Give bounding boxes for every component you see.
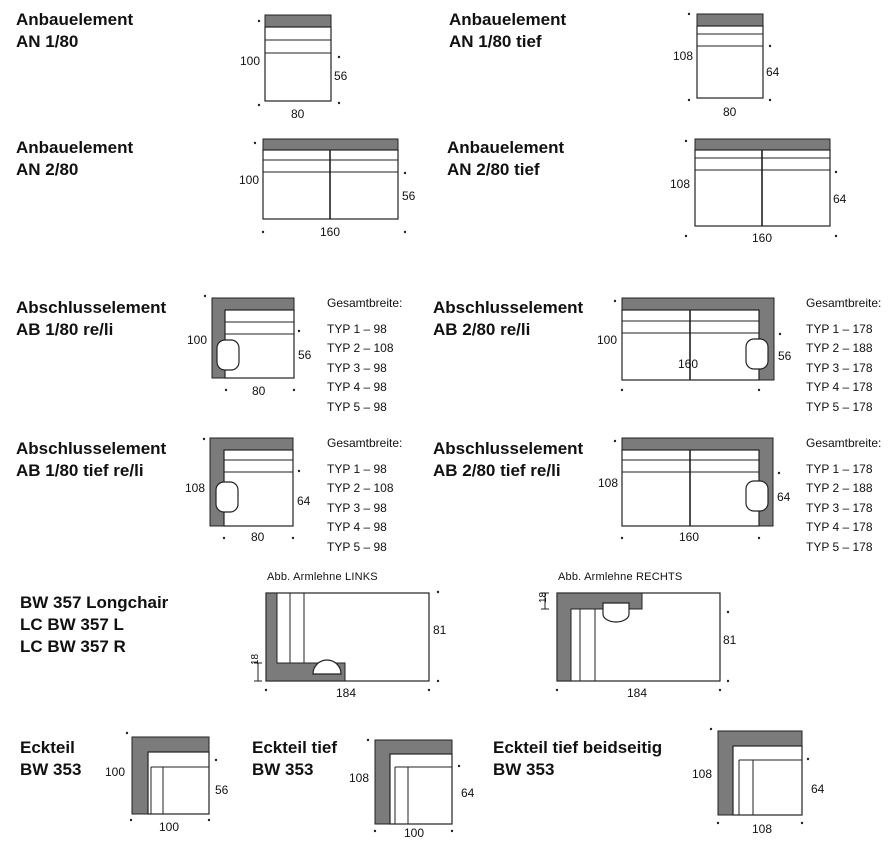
ab-1-80-width: 80	[252, 384, 266, 398]
list-item: TYP 3 – 178	[806, 360, 873, 375]
an-2-80-title: Anbauelement AN 2/80	[16, 138, 134, 179]
ab-1-80-gesamtbreite-list: Gesamtbreite: TYP 1 – 98 TYP 2 – 108 TYP…	[327, 294, 402, 417]
ab-1-80-tief-title: Abschlusselement AB 1/80 tief re/li	[16, 439, 167, 480]
eckteil-tief-beidseitig-depth: 108	[692, 767, 713, 781]
an-2-80-drawing	[262, 138, 399, 220]
an-1-80-width: 80	[291, 107, 305, 121]
list-item: TYP 3 – 98	[327, 500, 387, 515]
longchair-links-caption: Abb. Armlehne LINKS	[267, 571, 378, 583]
an-1-80-tief-seat: 64	[766, 65, 780, 79]
an-2-80-width: 160	[320, 225, 341, 239]
list-item: TYP 5 – 178	[806, 539, 873, 554]
ab-1-80-tief-gesamtbreite-list: Gesamtbreite: TYP 1 – 98 TYP 2 – 108 TYP…	[327, 434, 402, 557]
gesamtbreite-label: Gesamtbreite:	[806, 296, 882, 310]
list-item: TYP 4 – 178	[806, 520, 873, 534]
ab-2-80-tief-title: Abschlusselement AB 2/80 tief re/li	[433, 439, 584, 480]
gesamtbreite-label: Gesamtbreite:	[327, 296, 403, 310]
ab-1-80-tief-width: 80	[251, 530, 265, 544]
eckteil-tief-beidseitig-width: 108	[752, 822, 773, 836]
eckteil-tief-beidseitig-seat: 64	[811, 782, 825, 796]
ab-1-80-tief-depth: 108	[185, 481, 206, 495]
an-1-80-drawing	[264, 14, 332, 102]
longchair-rechts-drawing	[541, 592, 721, 682]
longchair-rechts-caption: Abb. Armlehne RECHTS	[558, 571, 683, 583]
list-item: TYP 2 – 188	[806, 481, 873, 495]
eckteil-title: Eckteil BW 353	[20, 738, 82, 779]
list-item: TYP 1 – 98	[327, 461, 387, 476]
an-2-80-tief-depth: 108	[670, 177, 691, 191]
eckteil-tief-title: Eckteil tief BW 353	[252, 738, 338, 779]
gesamtbreite-label: Gesamtbreite:	[327, 436, 403, 450]
ab-1-80-tief-seat: 64	[297, 494, 311, 508]
eckteil-tief-beidseitig-title: Eckteil tief beidseitig BW 353	[493, 738, 663, 779]
ab-2-80-gesamtbreite-list: Gesamtbreite: TYP 1 – 178 TYP 2 – 188 TY…	[806, 294, 881, 417]
list-item: TYP 4 – 98	[327, 520, 387, 534]
ab-1-80-seat: 56	[298, 348, 312, 362]
ab-1-80-title: Abschlusselement AB 1/80 re/li	[16, 298, 167, 339]
longchair-links-width: 184	[336, 686, 357, 700]
eckteil-width: 100	[159, 820, 180, 834]
an-1-80-seat: 56	[334, 69, 348, 83]
list-item: TYP 1 – 178	[806, 461, 873, 476]
list-item: TYP 3 – 178	[806, 500, 873, 515]
list-item: TYP 4 – 98	[327, 380, 387, 394]
longchair-rechts-depth: 81	[723, 633, 737, 647]
eckteil-tief-seat: 64	[461, 786, 475, 800]
list-item: TYP 2 – 108	[327, 341, 394, 355]
ab-2-80-tief-depth: 108	[598, 476, 619, 490]
longchair-rechts-width: 184	[627, 686, 648, 700]
eckteil-tief-depth: 108	[349, 771, 370, 785]
ab-2-80-tief-width: 160	[679, 530, 700, 544]
ab-2-80-tief-seat: 64	[777, 490, 791, 504]
list-item: TYP 1 – 178	[806, 321, 873, 336]
ab-2-80-tief-drawing	[621, 437, 774, 527]
list-item: TYP 5 – 178	[806, 399, 873, 414]
ab-2-80-depth: 100	[597, 333, 618, 347]
list-item: TYP 2 – 188	[806, 341, 873, 355]
longchair-rechts-arm: 18	[538, 591, 549, 603]
eckteil-depth: 100	[105, 765, 126, 779]
eckteil-tief-drawing	[374, 739, 453, 825]
an-2-80-depth: 100	[239, 173, 260, 187]
list-item: TYP 5 – 98	[327, 399, 387, 414]
eckteil-tief-beidseitig-drawing	[717, 730, 803, 816]
ab-1-80-drawing	[211, 297, 295, 379]
list-item: TYP 5 – 98	[327, 539, 387, 554]
an-1-80-tief-depth: 108	[673, 49, 694, 63]
longchair-links-drawing	[254, 592, 430, 682]
an-2-80-tief-title: Anbauelement AN 2/80 tief	[447, 138, 565, 179]
an-1-80-title: Anbauelement AN 1/80	[16, 10, 134, 51]
an-2-80-seat: 56	[402, 189, 416, 203]
eckteil-seat: 56	[215, 783, 229, 797]
an-1-80-tief-title: Anbauelement AN 1/80 tief	[449, 10, 567, 51]
list-item: TYP 1 – 98	[327, 321, 387, 336]
ab-2-80-tief-gesamtbreite-list: Gesamtbreite: TYP 1 – 178 TYP 2 – 188 TY…	[806, 434, 881, 557]
ab-2-80-width: 160	[678, 357, 699, 371]
eckteil-drawing	[131, 736, 210, 815]
gesamtbreite-label: Gesamtbreite:	[806, 436, 882, 450]
list-item: TYP 3 – 98	[327, 360, 387, 375]
eckteil-tief-width: 100	[404, 826, 425, 840]
longchair-links-arm: 18	[250, 653, 261, 665]
ab-2-80-drawing	[621, 297, 775, 381]
ab-2-80-seat: 56	[778, 349, 792, 363]
ab-1-80-tief-drawing	[209, 437, 294, 527]
ab-1-80-depth: 100	[187, 333, 208, 347]
longchair-links-depth: 81	[433, 623, 447, 637]
an-2-80-tief-seat: 64	[833, 192, 847, 206]
ab-2-80-title: Abschlusselement AB 2/80 re/li	[433, 298, 584, 339]
an-1-80-tief-width: 80	[723, 105, 737, 119]
an-2-80-tief-width: 160	[752, 231, 773, 245]
an-2-80-tief-drawing	[694, 138, 831, 227]
longchair-title: BW 357 Longchair LC BW 357 L LC BW 357 R	[20, 593, 169, 656]
dimension-markers	[125, 12, 838, 833]
an-1-80-depth: 100	[240, 54, 261, 68]
an-1-80-tief-drawing	[696, 13, 764, 99]
list-item: TYP 4 – 178	[806, 380, 873, 394]
list-item: TYP 2 – 108	[327, 481, 394, 495]
